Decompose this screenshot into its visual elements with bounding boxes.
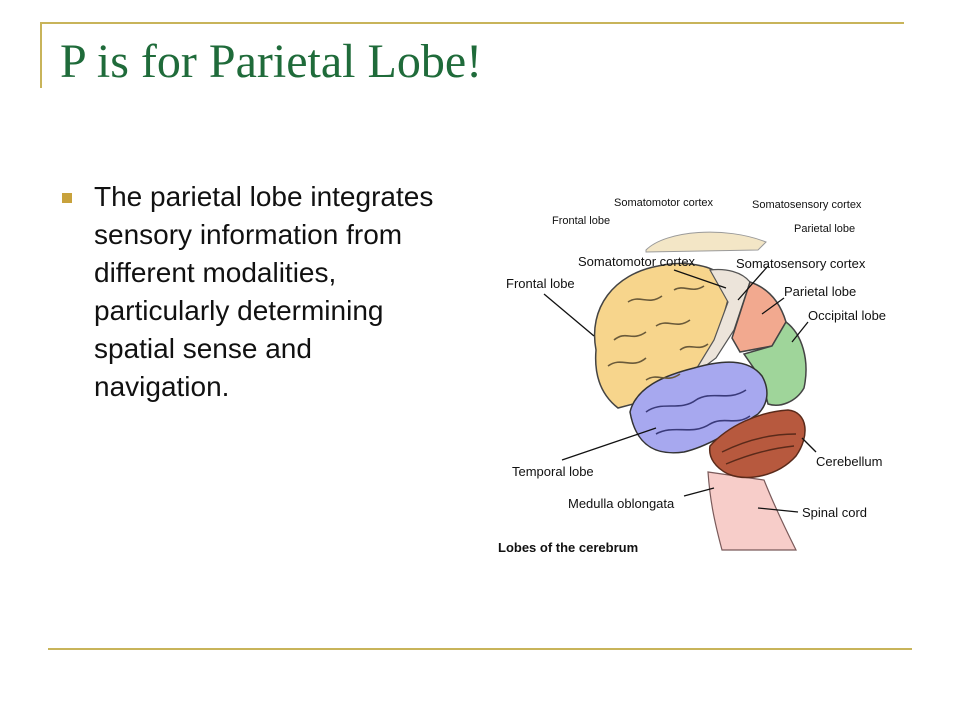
label-somatosensory-cortex-faded: Somatosensory cortex [752, 199, 862, 211]
brainstem-shape [707, 471, 797, 551]
parietal-lobe-shape [731, 281, 787, 353]
label-frontal-lobe: Frontal lobe [506, 276, 575, 291]
bullet-item: The parietal lobe integrates sensory inf… [62, 178, 452, 406]
label-occipital-lobe: Occipital lobe [808, 308, 886, 323]
label-parietal-lobe-faded: Parietal lobe [794, 223, 855, 235]
label-somatomotor-cortex-faded: Somatomotor cortex [614, 197, 714, 209]
cerebellum-folds [721, 433, 797, 465]
bullet-text: The parietal lobe integrates sensory inf… [94, 181, 434, 402]
label-somatosensory-cortex: Somatosensory cortex [736, 256, 866, 271]
square-bullet-icon [62, 193, 72, 203]
label-frontal-lobe-faded: Frontal lobe [552, 215, 610, 227]
label-parietal-lobe: Parietal lobe [784, 284, 856, 299]
label-cerebellum: Cerebellum [816, 454, 882, 469]
pointer-lines [543, 265, 817, 513]
frame-left-rule [40, 22, 42, 88]
label-spinal-cord: Spinal cord [802, 505, 867, 520]
frame-bottom-rule [48, 648, 912, 650]
label-somatomotor-cortex: Somatomotor cortex [578, 254, 696, 269]
brain-diagram: Somatomotor cortex Somatosensory cortex … [496, 190, 906, 560]
occipital-lobe-shape [742, 320, 807, 406]
brain-diagram-svg: Somatomotor cortex Somatosensory cortex … [498, 197, 886, 555]
label-medulla-oblongata: Medulla oblongata [568, 496, 675, 511]
faded-brain-shadow [645, 231, 767, 253]
bullet-list: The parietal lobe integrates sensory inf… [62, 178, 452, 406]
slide-title: P is for Parietal Lobe! [60, 35, 483, 88]
frontal-gyri [607, 285, 709, 381]
frame-top-rule [40, 22, 904, 24]
motor-strip-shape [691, 268, 751, 377]
figure-caption: Lobes of the cerebrum [498, 540, 638, 555]
temporal-gyri [645, 389, 751, 435]
label-temporal-lobe: Temporal lobe [512, 464, 594, 479]
